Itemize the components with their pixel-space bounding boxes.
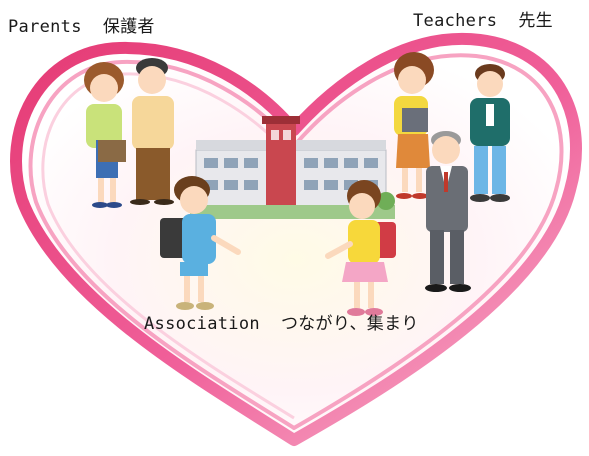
father-figure — [130, 58, 174, 205]
principal-figure — [425, 131, 471, 292]
girl-student-figure — [325, 180, 396, 316]
school-building — [190, 116, 395, 219]
female-teacher-figure — [394, 52, 434, 199]
association-label: Association つながり、集まり — [144, 314, 419, 334]
male-teacher-figure — [470, 64, 510, 202]
teachers-label: Teachers 先生 — [413, 11, 553, 31]
boy-student-figure — [160, 176, 241, 310]
mother-figure — [84, 62, 126, 208]
parents-label: Parents 保護者 — [8, 17, 155, 37]
